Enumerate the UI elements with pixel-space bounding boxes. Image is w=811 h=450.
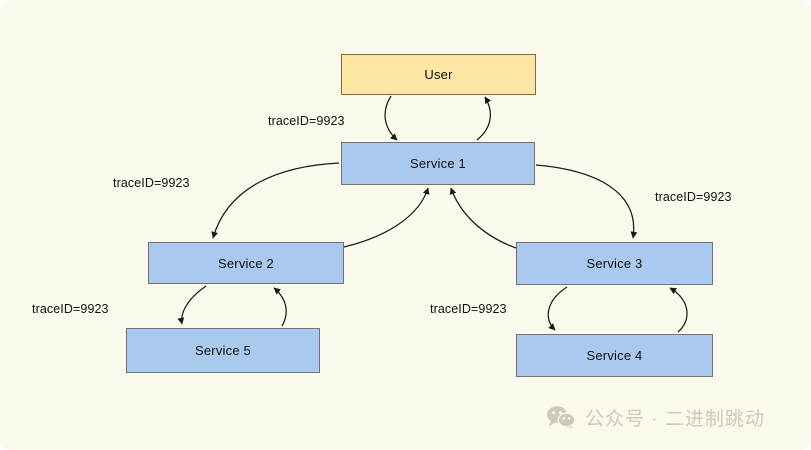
node-service-2-label: Service 2 [218, 255, 274, 271]
edge-service2-to-service5 [177, 285, 207, 325]
edge-service1-to-service2 [211, 162, 340, 239]
edge-user-to-service1 [384, 95, 398, 141]
watermark-text: 公众号 · 二进制跳动 [585, 409, 765, 430]
node-service-1[interactable]: Service 1 [341, 142, 535, 185]
node-user-label: User [424, 67, 453, 82]
edge-service5-to-service2 [273, 287, 287, 327]
edge-service1-to-service3 [535, 164, 638, 239]
node-service-5[interactable]: Service 5 [126, 328, 320, 373]
node-service-3[interactable]: Service 3 [516, 242, 713, 285]
edge-service3-to-service4 [547, 286, 568, 331]
edge-label-service1-service3: traceID=9923 [655, 190, 732, 204]
node-service-1-label: Service 1 [410, 156, 466, 171]
edge-service3-to-service1 [449, 187, 517, 249]
node-service-5-label: Service 5 [195, 343, 251, 358]
node-service-3-label: Service 3 [586, 256, 643, 271]
edge-label-service2-service5: traceID=9923 [32, 302, 109, 316]
edge-service2-to-service1 [343, 187, 430, 248]
edge-label-service3-service4: traceID=9923 [430, 302, 507, 316]
edge-label-user-service1: traceID=9923 [268, 114, 345, 128]
edge-label-service1-service2: traceID=9923 [113, 176, 190, 190]
node-user[interactable]: User [341, 54, 536, 95]
node-service-4-label: Service 4 [586, 348, 643, 363]
wechat-icon [547, 406, 576, 430]
edge-service4-to-service3 [669, 287, 688, 333]
watermark: 公众号 · 二进制跳动 [546, 404, 765, 431]
node-service-4[interactable]: Service 4 [516, 334, 713, 377]
edge-service1-to-user [476, 96, 492, 141]
node-service-2[interactable]: Service 2 [148, 242, 344, 284]
